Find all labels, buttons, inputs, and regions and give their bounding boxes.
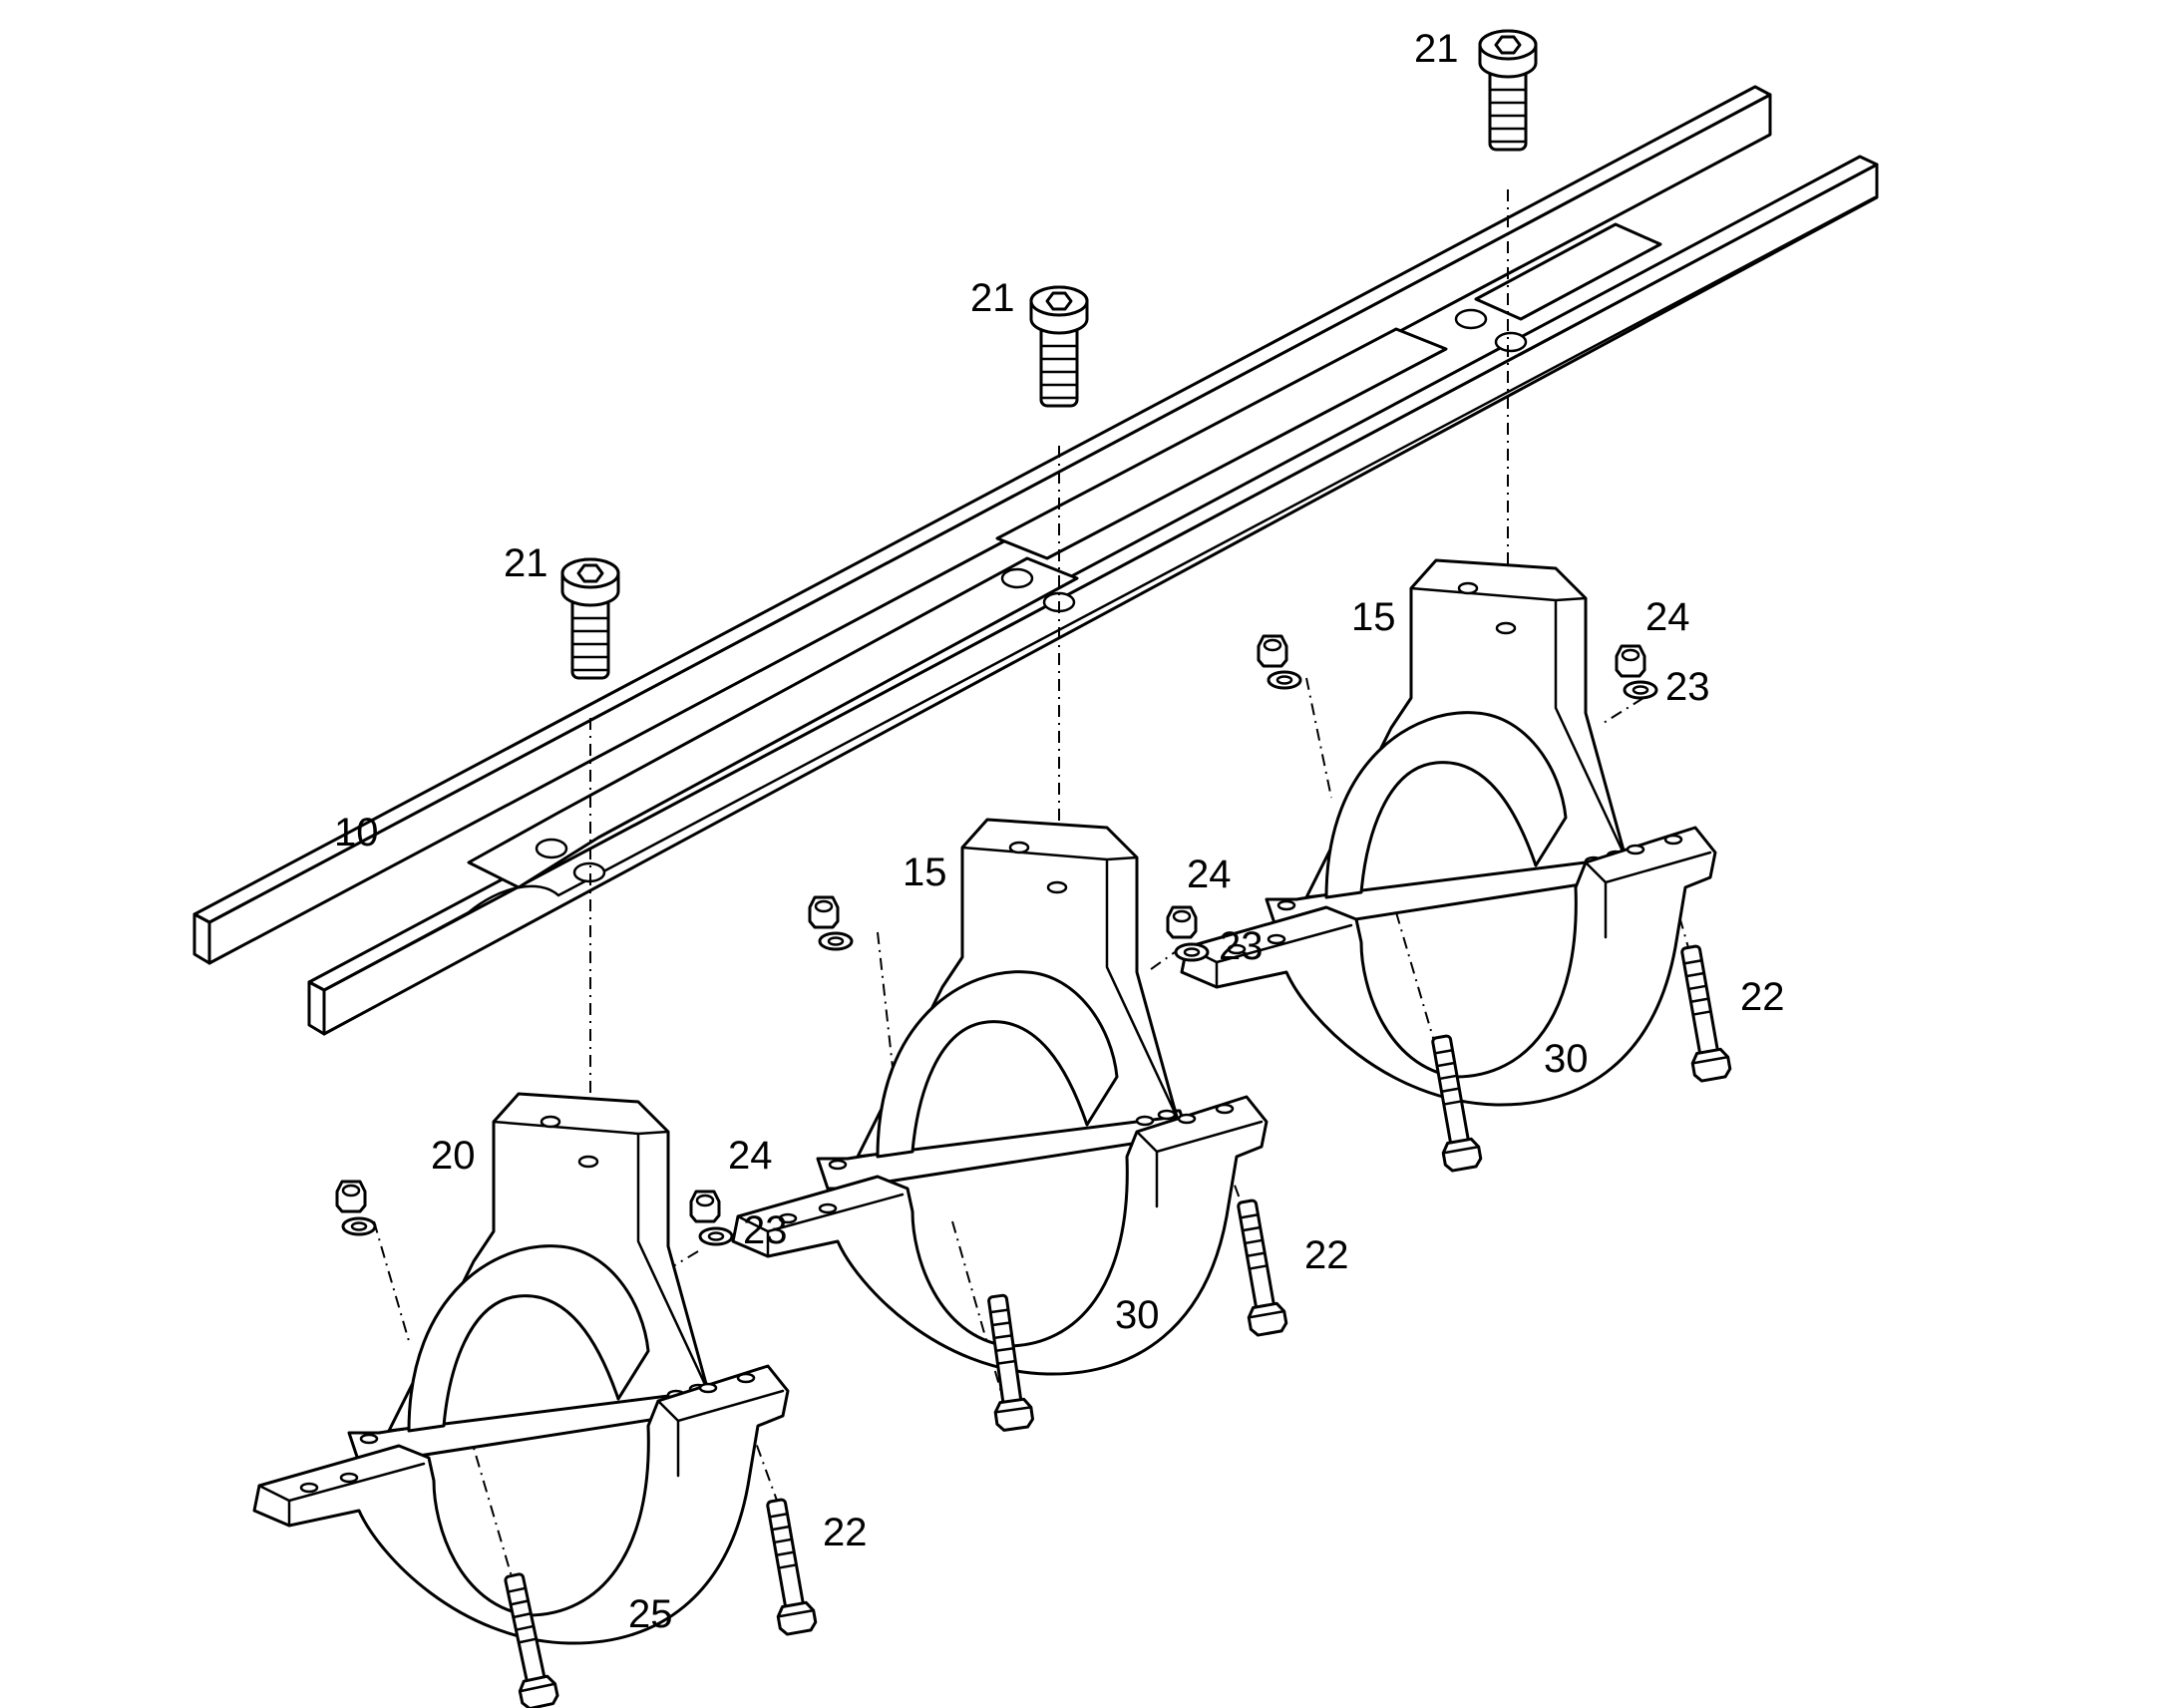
callout-30-right: 30	[1544, 1037, 1589, 1081]
washer-right-inner	[1623, 680, 1658, 700]
callout-20: 20	[431, 1134, 476, 1178]
cap-screw-left	[560, 557, 620, 680]
callout-21-right: 21	[1414, 27, 1459, 71]
callout-23-left: 23	[743, 1208, 788, 1252]
nut-right-inner	[1615, 644, 1646, 678]
cap-screw-right	[1478, 29, 1538, 152]
callout-23-right: 23	[1665, 665, 1710, 709]
callout-24-left: 24	[728, 1134, 773, 1178]
nut-left-outer	[335, 1180, 367, 1213]
callout-25: 25	[628, 1592, 673, 1636]
hex-bolt-right-b	[1670, 942, 1733, 1084]
upper-clamp-middle	[816, 818, 1189, 1191]
callout-10: 10	[334, 811, 379, 854]
washer-right-outer	[1267, 670, 1302, 690]
hex-bolt-middle-b	[1227, 1196, 1289, 1338]
callout-labels: 10 15 15 20 21 21 21 22 22 22 23 23 23 2…	[334, 27, 1785, 1636]
callout-23-middle: 23	[1219, 924, 1264, 968]
callout-22-middle: 22	[1304, 1233, 1349, 1277]
callout-21-left: 21	[504, 541, 548, 585]
nut-middle-inner	[1166, 905, 1198, 939]
washer-middle-inner	[1174, 942, 1210, 962]
nut-middle-outer	[808, 895, 840, 929]
callout-21-middle: 21	[970, 276, 1015, 320]
callout-15-right: 15	[1351, 595, 1396, 639]
washer-left-inner	[698, 1226, 734, 1246]
nut-right-outer	[1257, 634, 1288, 668]
washer-middle-outer	[818, 931, 854, 951]
cap-screw-middle	[1029, 285, 1089, 408]
callout-15-middle: 15	[903, 851, 947, 894]
callout-22-right: 22	[1740, 975, 1785, 1019]
rail-frame	[192, 85, 1879, 1036]
callout-24-middle: 24	[1187, 853, 1232, 896]
washer-left-outer	[341, 1216, 377, 1236]
nut-left-inner	[689, 1190, 721, 1223]
hex-bolt-left-b	[756, 1496, 819, 1637]
callout-22-left: 22	[823, 1511, 868, 1554]
callout-24-right: 24	[1645, 595, 1690, 639]
callout-30-middle: 30	[1115, 1293, 1160, 1337]
